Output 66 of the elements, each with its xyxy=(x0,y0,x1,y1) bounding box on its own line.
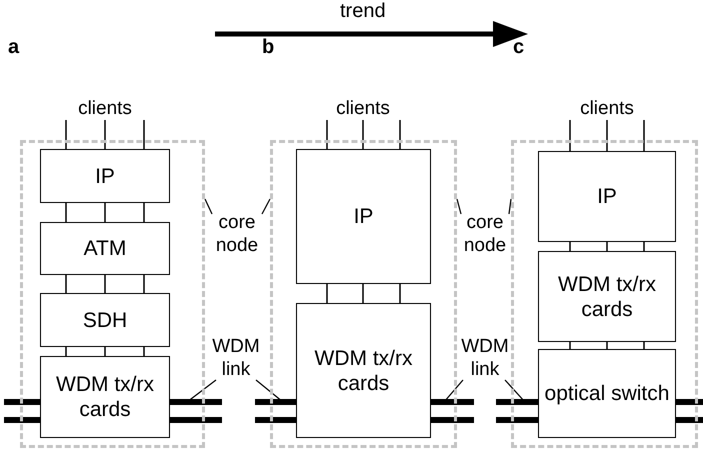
layer-box: IP xyxy=(538,151,676,242)
layer-box: WDM tx/rx cards xyxy=(538,251,676,342)
connector-line xyxy=(399,120,401,149)
connector-line xyxy=(65,120,67,149)
leader-line xyxy=(261,198,271,214)
connector-line xyxy=(65,347,67,356)
link-line xyxy=(676,417,703,423)
connector-line xyxy=(104,275,106,293)
link-line xyxy=(431,399,474,405)
text-label: clients xyxy=(571,96,643,120)
connector-line xyxy=(362,120,364,149)
connector-line xyxy=(643,120,645,151)
link-line xyxy=(255,417,296,423)
link-line xyxy=(4,399,40,405)
leader-line xyxy=(456,198,462,214)
connector-line xyxy=(362,284,364,303)
connector-line xyxy=(65,275,67,293)
panel-letter: c xyxy=(513,36,524,59)
connector-line xyxy=(326,120,328,149)
core-node-outline xyxy=(511,140,698,448)
link-line xyxy=(431,417,474,423)
layer-box: WDM tx/rx cards xyxy=(40,356,170,438)
connector-line xyxy=(104,347,106,356)
text-label: WDM link xyxy=(212,336,260,380)
link-line xyxy=(255,399,296,405)
connector-line xyxy=(643,242,645,251)
connector-line xyxy=(326,284,328,303)
connector-line xyxy=(569,242,571,251)
connector-line xyxy=(143,203,145,222)
link-line xyxy=(676,399,703,405)
connector-line xyxy=(606,120,608,151)
layer-box: IP xyxy=(40,149,170,203)
text-label: clients xyxy=(69,96,141,120)
connector-line xyxy=(399,284,401,303)
layer-box: SDH xyxy=(40,293,170,347)
connector-line xyxy=(143,347,145,356)
text-label: core node xyxy=(461,210,509,258)
panel-letter: a xyxy=(8,36,20,59)
connector-line xyxy=(569,120,571,151)
arrow-label: trend xyxy=(340,0,386,23)
connector-line xyxy=(65,203,67,222)
core-node-outline xyxy=(20,140,205,448)
core-node-outline xyxy=(270,140,457,448)
link-line xyxy=(170,399,222,405)
connector-line xyxy=(606,342,608,349)
text-label: WDM link xyxy=(461,336,509,380)
link-line xyxy=(4,417,40,423)
layer-box: ATM xyxy=(40,222,170,275)
text-label: clients xyxy=(327,96,399,120)
link-line xyxy=(170,417,222,423)
connector-line xyxy=(143,120,145,149)
layer-box: optical switch xyxy=(538,349,676,438)
link-line xyxy=(496,399,538,405)
panel-letter: b xyxy=(262,36,274,59)
connector-line xyxy=(643,342,645,349)
connector-line xyxy=(104,203,106,222)
connector-line xyxy=(606,242,608,251)
connector-line xyxy=(569,342,571,349)
link-line xyxy=(496,417,538,423)
text-label: core node xyxy=(212,210,262,258)
connector-line xyxy=(104,120,106,149)
leader-line xyxy=(204,198,213,214)
leader-line xyxy=(508,198,512,214)
layer-box: WDM tx/rx cards xyxy=(296,303,431,438)
layer-box: IP xyxy=(296,149,431,284)
connector-line xyxy=(143,275,145,293)
